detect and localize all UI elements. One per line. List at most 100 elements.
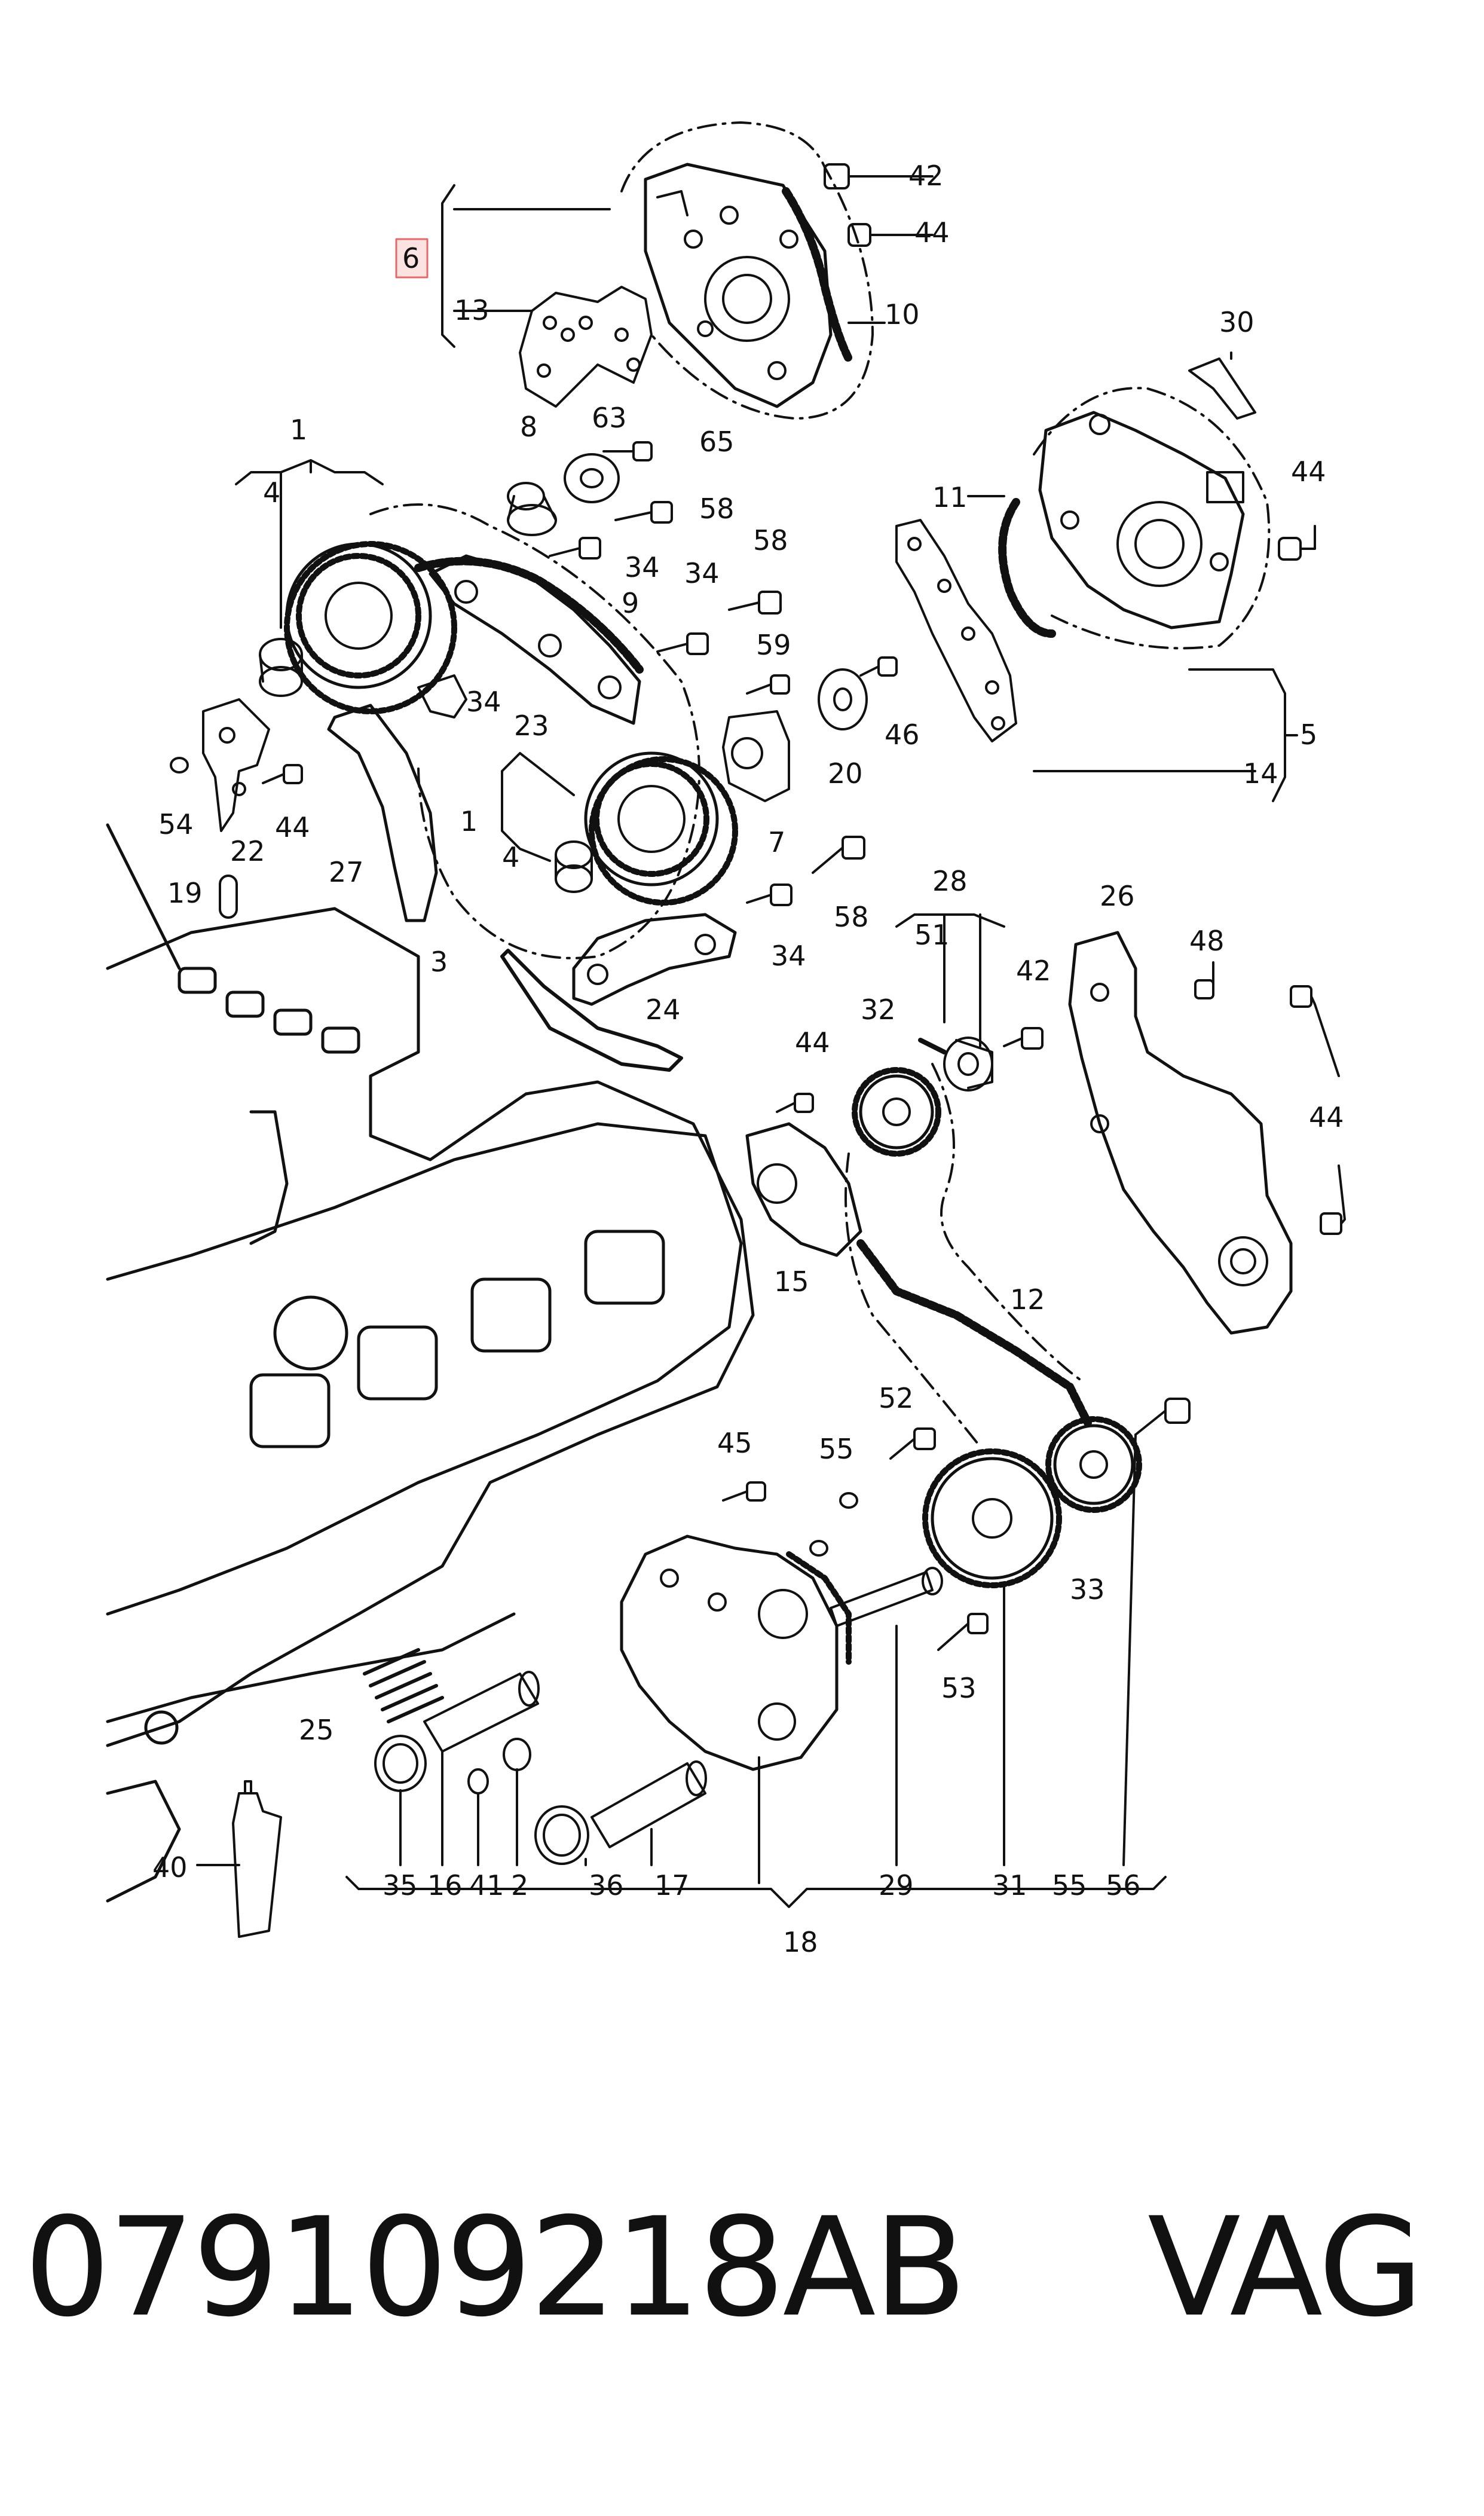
- label-28: 28: [932, 865, 968, 897]
- clip-41: [467, 1768, 489, 1794]
- label-44c: 44: [275, 811, 310, 843]
- label-13: 13: [454, 294, 489, 326]
- cover-26: [1068, 931, 1293, 1335]
- label-20: 20: [828, 757, 863, 790]
- bolt-34-lower: [746, 883, 793, 906]
- label-19: 19: [167, 877, 203, 909]
- label-54: 54: [158, 808, 194, 840]
- label-10: 10: [885, 298, 920, 331]
- bolt-65: [602, 441, 653, 461]
- dashed-outline-right: [1033, 387, 1271, 650]
- label-23: 23: [514, 710, 549, 742]
- rear-gasket-14: [895, 519, 1017, 742]
- guide-23: [417, 674, 467, 719]
- label-42b: 42: [1016, 955, 1051, 987]
- label-42a: 42: [908, 160, 944, 192]
- rear-guide-housing: [1038, 411, 1245, 629]
- part-number-text: 079109218AB: [24, 2188, 967, 2347]
- label-58c: 58: [834, 901, 869, 933]
- label-59: 59: [756, 629, 791, 661]
- chain-12: [856, 1239, 1092, 1427]
- label-51: 51: [914, 919, 950, 951]
- bolt-45: [722, 1481, 766, 1502]
- bolt-44-right: [1278, 525, 1316, 561]
- label-26: 26: [1100, 880, 1135, 912]
- upper-guide-housing: [644, 163, 833, 408]
- dashed-outline-top: [620, 121, 874, 420]
- label-41: 41: [469, 1869, 504, 1901]
- highlight-box-6: [395, 238, 429, 279]
- bolt-44-top: [847, 223, 934, 247]
- label-53: 53: [941, 1672, 977, 1704]
- label-6: 6: [402, 242, 420, 274]
- label-12: 12: [1010, 1283, 1045, 1316]
- callouts: 42 44 6 13 10 30 1 8 63 65 4 58 11 44 34…: [152, 160, 1344, 1958]
- guide-27: [327, 704, 438, 922]
- footer-caption: 079109218AB VAG: [24, 2188, 1470, 2347]
- label-8: 8: [520, 411, 537, 443]
- tensioner-7: [722, 710, 790, 802]
- label-27: 27: [329, 856, 364, 888]
- label-45: 45: [717, 1427, 752, 1459]
- chain-3: [500, 949, 683, 1072]
- bolt-48: [1194, 961, 1214, 999]
- label-3: 3: [430, 946, 448, 978]
- bracket-1-upper: [235, 459, 384, 629]
- hub-28: [943, 1037, 993, 1092]
- bolt-44-mid: [776, 1093, 814, 1113]
- label-4b: 4: [502, 841, 519, 873]
- bolt-58-lower: [812, 836, 865, 874]
- bolt-46: [859, 656, 898, 677]
- label-58b: 58: [753, 524, 788, 557]
- housing-15: [745, 1122, 862, 1257]
- label-1a: 1: [290, 414, 307, 446]
- ring-2: [503, 1738, 531, 1771]
- ring-36: [534, 1805, 589, 1865]
- tensioner-rail-9: [414, 554, 644, 725]
- label-16: 16: [427, 1869, 463, 1901]
- bolt-53: [937, 1613, 989, 1651]
- bracket-1-lower: [501, 752, 575, 862]
- label-2: 2: [511, 1869, 528, 1901]
- label-48: 48: [1189, 925, 1225, 957]
- label-34b: 34: [684, 557, 720, 589]
- sprocket-1-lower: [584, 751, 738, 906]
- label-32: 32: [861, 993, 896, 1026]
- bolt-42-top: [824, 163, 934, 189]
- label-56: 56: [1106, 1869, 1141, 1901]
- label-14: 14: [1243, 757, 1278, 790]
- seal-19: [219, 875, 238, 919]
- bolt-44-cover-bot: [1320, 1164, 1346, 1235]
- oring-55: [809, 1492, 858, 1557]
- piston-16: [423, 1671, 540, 1753]
- label-33: 33: [1070, 1573, 1105, 1606]
- label-65: 65: [699, 426, 735, 458]
- label-29: 29: [879, 1869, 914, 1901]
- label-31: 31: [992, 1869, 1027, 1901]
- spring-25: [363, 1648, 444, 1723]
- washer-63: [564, 453, 620, 503]
- label-34a: 34: [625, 551, 660, 583]
- label-34c: 34: [466, 686, 501, 718]
- upper-chain-10: [782, 187, 853, 363]
- label-1b: 1: [460, 805, 478, 837]
- label-34d: 34: [771, 940, 806, 972]
- cover-strip-30: [1188, 351, 1256, 420]
- bracket-28: [895, 913, 1005, 1047]
- bracket-22: [202, 698, 270, 832]
- guide-24: [572, 913, 737, 1006]
- sprocket-32: [852, 1067, 941, 1157]
- bushing-4-upper: [259, 638, 303, 697]
- spacer-8: [507, 482, 557, 536]
- bolt-44-left: [262, 764, 303, 784]
- label-40: 40: [152, 1851, 188, 1884]
- label-11: 11: [932, 481, 968, 513]
- label-46: 46: [885, 719, 920, 751]
- label-44a: 44: [914, 216, 950, 249]
- bolt-59: [746, 674, 790, 695]
- label-44e: 44: [1309, 1101, 1344, 1133]
- oring-54: [170, 757, 189, 774]
- leaders-lower: [399, 1433, 1137, 1884]
